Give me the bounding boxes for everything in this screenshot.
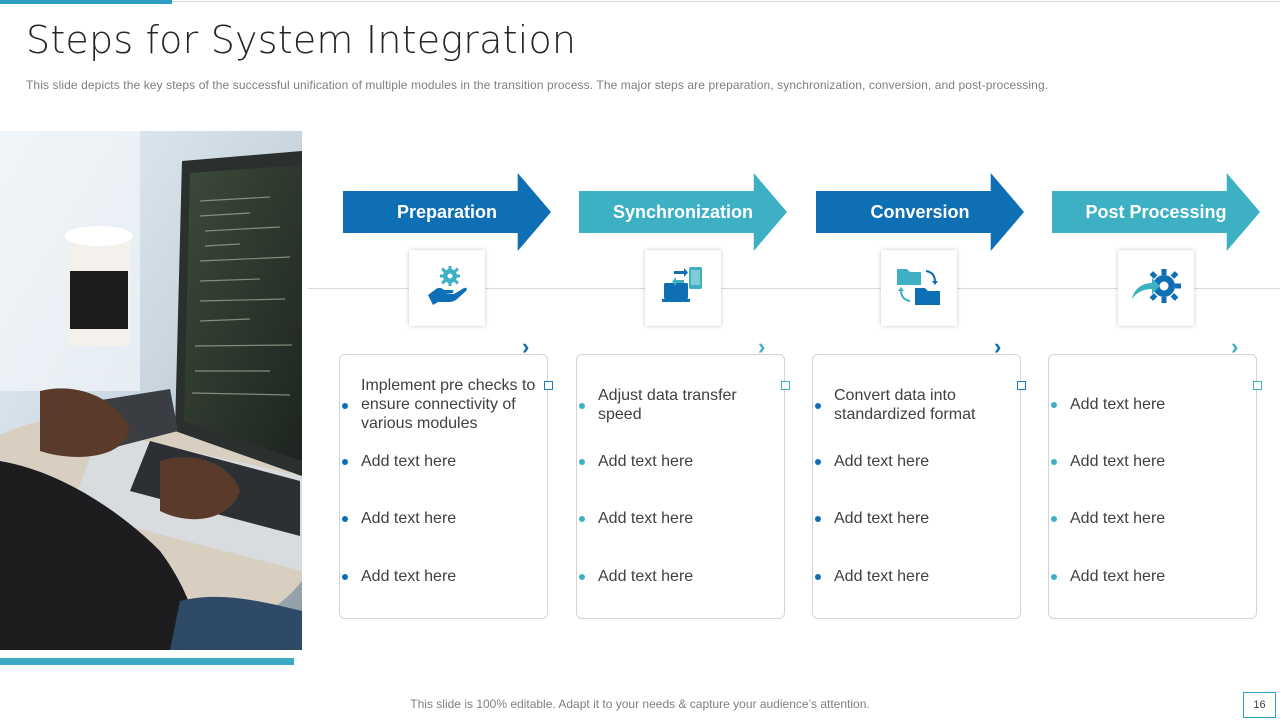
- step-label: Post Processing: [1085, 202, 1227, 222]
- step-card-conversion: Convert data into standardized format Ad…: [812, 354, 1026, 619]
- footer-note: This slide is 100% editable. Adapt it to…: [410, 697, 870, 711]
- list-item: Add text here: [342, 452, 545, 471]
- list-item: Add text here: [579, 452, 782, 471]
- list-item: Add text here: [579, 509, 782, 528]
- top-divider: [172, 1, 1280, 2]
- list-item: Adjust data transfer speed: [579, 386, 782, 424]
- photo-accent-bar: [0, 658, 294, 665]
- step-card-post-processing: Add text here Add text here Add text her…: [1048, 354, 1262, 619]
- list-item: Add text here: [1051, 395, 1254, 414]
- step-arrow-conversion: Conversion: [816, 173, 1024, 251]
- page-number: 16: [1243, 692, 1276, 718]
- card-corner-square: [781, 381, 790, 390]
- step-arrow-preparation: Preparation: [343, 173, 551, 251]
- top-accent-bar: [0, 0, 172, 4]
- slide-title: Steps for System Integration: [26, 18, 577, 62]
- step-icon-box: [1118, 250, 1194, 326]
- timeline-line: [308, 288, 1280, 289]
- step-arrow-post-processing: Post Processing: [1052, 173, 1260, 251]
- list-item: Add text here: [342, 509, 545, 528]
- laptop-photo: [0, 131, 302, 650]
- list-item: Add text here: [579, 567, 782, 586]
- list-item: Add text here: [342, 567, 545, 586]
- step-icon-box: [645, 250, 721, 326]
- device-sync-icon: [660, 263, 706, 314]
- list-item: Add text here: [815, 452, 1018, 471]
- chevron-right-icon: ›: [522, 334, 530, 359]
- step-icon-box: [881, 250, 957, 326]
- list-item: Add text here: [815, 509, 1018, 528]
- step-card-preparation: Implement pre checks to ensure connectiv…: [339, 354, 553, 619]
- card-corner-square: [1253, 381, 1262, 390]
- step-label: Conversion: [870, 202, 970, 222]
- step-label: Synchronization: [612, 202, 753, 222]
- chevron-right-icon: ›: [758, 334, 766, 359]
- list-item: Convert data into standardized format: [815, 386, 1018, 424]
- list-item: Add text here: [1051, 509, 1254, 528]
- chevron-right-icon: ›: [1231, 334, 1239, 359]
- card-corner-square: [544, 381, 553, 390]
- gear-hand-icon: [424, 263, 470, 314]
- list-item: Add text here: [815, 567, 1018, 586]
- chevron-right-icon: ›: [994, 334, 1002, 359]
- card-corner-square: [1017, 381, 1026, 390]
- list-item: Add text here: [1051, 567, 1254, 586]
- step-arrow-synchronization: Synchronization: [579, 173, 787, 251]
- slide-subtitle: This slide depicts the key steps of the …: [26, 78, 1049, 92]
- step-icon-box: [409, 250, 485, 326]
- list-item: Implement pre checks to ensure connectiv…: [342, 376, 545, 433]
- folder-convert-icon: [894, 263, 944, 314]
- step-label: Preparation: [396, 202, 498, 222]
- step-card-synchronization: Adjust data transfer speed Add text here…: [576, 354, 790, 619]
- gear-arrow-icon: [1128, 263, 1184, 314]
- list-item: Add text here: [1051, 452, 1254, 471]
